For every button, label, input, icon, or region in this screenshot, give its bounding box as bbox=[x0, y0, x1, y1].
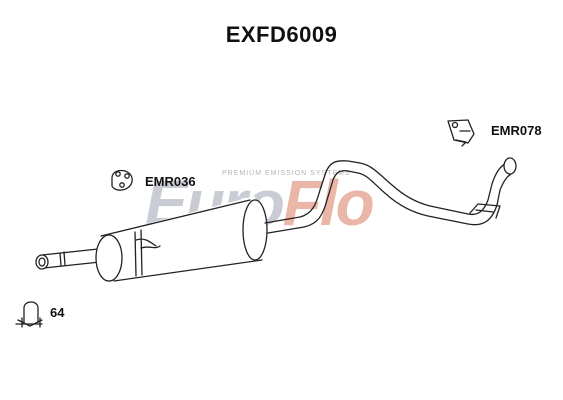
silencer-box bbox=[95, 196, 268, 282]
label-emr078: EMR078 bbox=[491, 123, 542, 138]
tail-pipe bbox=[35, 248, 101, 270]
label-clamp-64: 64 bbox=[50, 305, 65, 320]
hanger-emr078-icon bbox=[447, 119, 475, 147]
u-clamp-icon bbox=[15, 301, 43, 328]
hanger-emr036-icon bbox=[111, 169, 133, 191]
watermark-tagline: PREMIUM EMISSION SYSTEMS bbox=[222, 170, 351, 177]
part-number-title: EXFD6009 bbox=[225, 22, 338, 47]
front-pipe bbox=[264, 157, 517, 234]
watermark-brand-b: Flo bbox=[282, 167, 375, 239]
label-emr036: EMR036 bbox=[145, 174, 196, 189]
